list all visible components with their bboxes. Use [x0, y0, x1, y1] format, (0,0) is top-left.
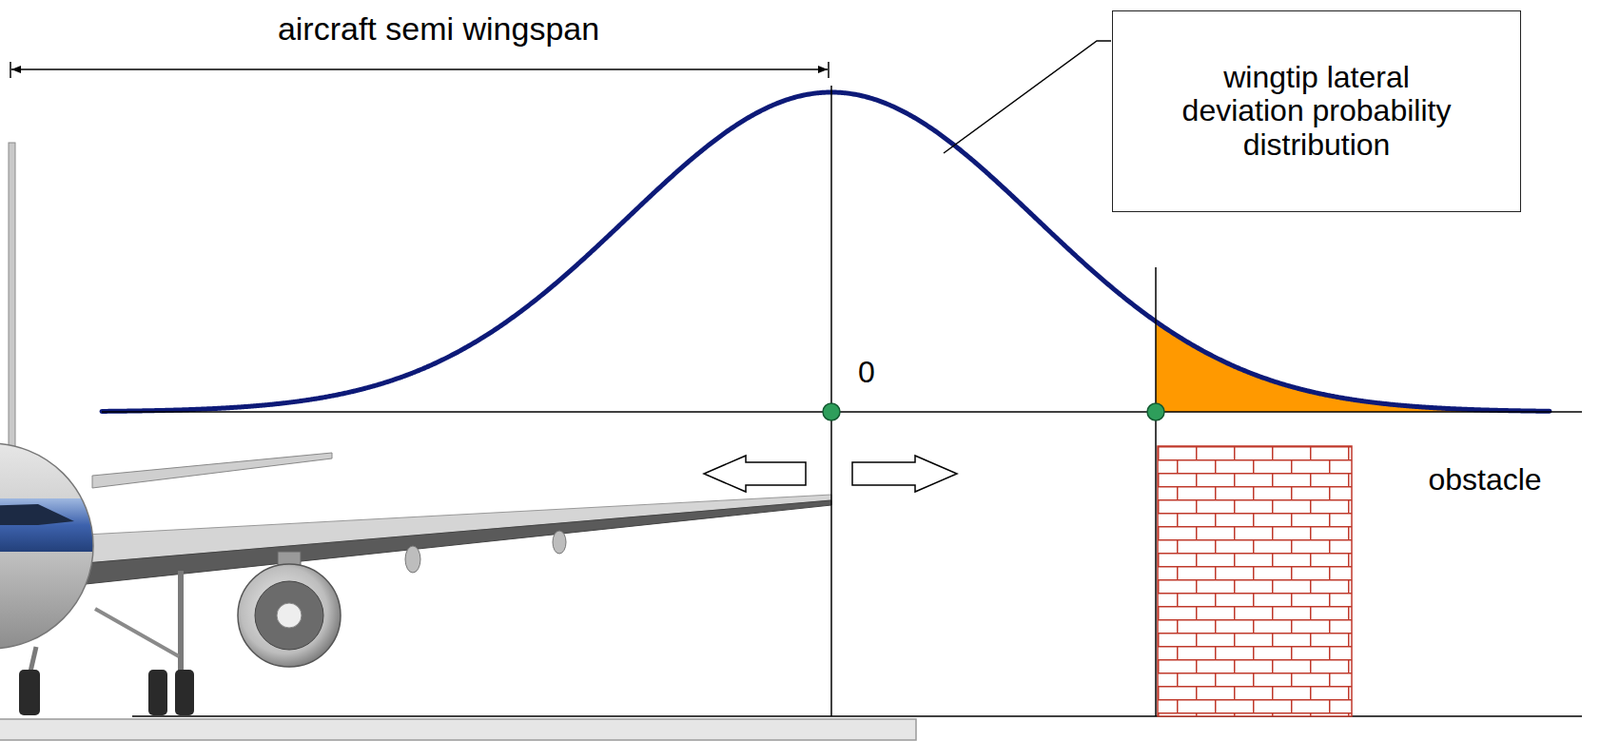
- leader-line: [943, 40, 1112, 154]
- dimension-tick: [9, 61, 12, 79]
- flap-fairing: [552, 530, 566, 554]
- vertical-fin: [8, 142, 16, 448]
- wingtip-centerline: [830, 85, 833, 717]
- windshield: [0, 504, 75, 526]
- direction-arrow: [703, 455, 806, 492]
- obstacle-line: [1154, 267, 1157, 717]
- direction-arrow: [852, 455, 957, 492]
- fuselage-outline: [0, 443, 94, 649]
- wing-underside: [85, 500, 832, 585]
- label-holder: obstacle: [1427, 463, 1542, 497]
- engine-nacelle: [237, 564, 341, 667]
- wing-top: [85, 494, 832, 564]
- label-holder: aircraft semi wingspan: [277, 11, 600, 47]
- label-holder: 0: [858, 355, 876, 390]
- origin-dot: [822, 403, 840, 421]
- callout-box: wingtip lateral deviation probability di…: [1112, 10, 1522, 213]
- obstacle-dot: [1147, 403, 1165, 421]
- flap-fairing: [405, 546, 421, 573]
- dimension-label: aircraft semi wingspan: [277, 11, 600, 47]
- ground-line: [132, 715, 1582, 718]
- origin-label: 0: [858, 355, 876, 390]
- horizontal-stabilizer: [92, 452, 332, 488]
- engine-fan: [254, 581, 324, 650]
- main-wheel: [148, 669, 168, 716]
- dimension-arrow: [11, 68, 828, 71]
- nose-wheel: [19, 669, 40, 716]
- engine-spinner: [276, 603, 302, 628]
- aircraft: [0, 142, 832, 716]
- nose-gear-strut: [30, 646, 37, 672]
- callout-text: wingtip lateral deviation probability di…: [1169, 60, 1464, 162]
- ground-bar: [0, 719, 917, 741]
- deviation-axis: [101, 410, 1582, 413]
- brick-wall: [1157, 446, 1352, 717]
- fuselage-band: [0, 498, 105, 552]
- main-wheel: [175, 669, 195, 716]
- main-gear-brace: [95, 608, 179, 657]
- dimension-line: [10, 61, 829, 79]
- dimension-tick: [827, 61, 830, 79]
- obstacle-label: obstacle: [1427, 463, 1542, 497]
